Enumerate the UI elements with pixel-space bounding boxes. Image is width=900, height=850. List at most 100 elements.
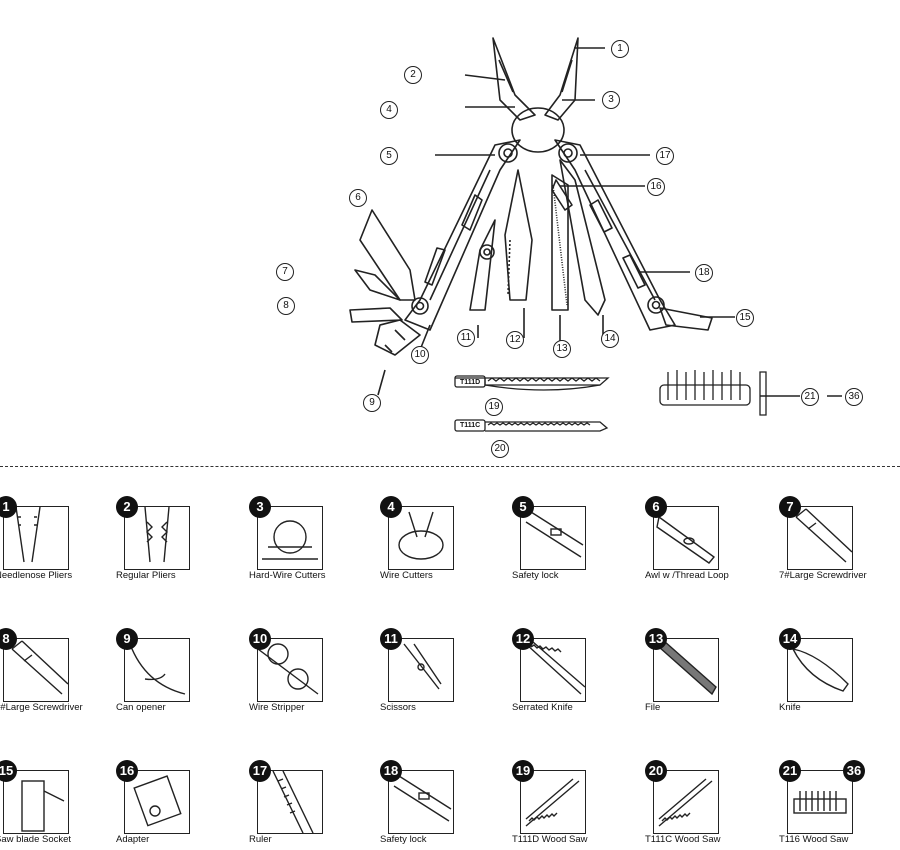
tool-number-badge: 19 xyxy=(512,760,534,782)
tool-label: Saw blade Socket xyxy=(0,834,72,845)
tool-number-badge: 8 xyxy=(0,628,17,650)
adapter-icon xyxy=(124,770,190,834)
callout-21: 21 xyxy=(801,388,819,406)
needlenose-pliers-icon xyxy=(3,506,69,570)
callout-6: 6 xyxy=(349,189,367,207)
tool-label: T111C Wood Saw xyxy=(645,834,721,845)
large-screwdriver-icon xyxy=(787,506,853,570)
tool-number-badge: 2 xyxy=(116,496,138,518)
callout-14: 14 xyxy=(601,330,619,348)
section-divider xyxy=(0,466,900,467)
multitool-illustration xyxy=(349,37,842,432)
tool-number-badge: 18 xyxy=(380,760,402,782)
tool-number-badge: 9 xyxy=(116,628,138,650)
tool-label: Scissors xyxy=(380,702,416,713)
tool-label: Awl w /Thread Loop xyxy=(645,570,729,581)
callout-13: 13 xyxy=(553,340,571,358)
callout-17: 17 xyxy=(656,147,674,165)
tool-number-badge: 1 xyxy=(0,496,17,518)
callout-15: 15 xyxy=(736,309,754,327)
tool-number-badge: 15 xyxy=(0,760,17,782)
callout-1: 1 xyxy=(611,40,629,58)
tool-number-badge: 36 xyxy=(843,760,865,782)
callout-10: 10 xyxy=(411,346,429,364)
hard-wire-cutters-icon xyxy=(257,506,323,570)
tool-number-badge: 5 xyxy=(512,496,534,518)
wood-saw-icon xyxy=(653,770,719,834)
tool-number-badge: 6 xyxy=(645,496,667,518)
tool-label: Hard-Wire Cutters xyxy=(249,570,326,581)
tool-number-badge: 4 xyxy=(380,496,402,518)
tool-label: Safety lock xyxy=(512,570,559,581)
ruler-icon xyxy=(257,770,323,834)
scissors-icon xyxy=(388,638,454,702)
tool-label: Safety lock xyxy=(380,834,427,845)
blade-label-t111d: T111D xyxy=(460,379,481,386)
tool-label: T116 Wood Saw xyxy=(779,834,849,845)
tool-number-badge: 12 xyxy=(512,628,534,650)
tool-label: Serrated Knife xyxy=(512,702,573,713)
tool-label: T111D Wood Saw xyxy=(512,834,588,845)
tool-number-badge: 21 xyxy=(779,760,801,782)
callout-4: 4 xyxy=(380,101,398,119)
callout-11: 11 xyxy=(457,329,475,347)
callout-20: 20 xyxy=(491,440,509,458)
tool-number-badge: 13 xyxy=(645,628,667,650)
tool-label: Knife xyxy=(779,702,801,713)
tool-number-badge: 10 xyxy=(249,628,271,650)
tool-label: 8#Large Screwdriver xyxy=(0,702,83,713)
tool-label: Wire Cutters xyxy=(380,570,433,581)
tool-label: Can opener xyxy=(116,702,166,713)
serrated-knife-icon xyxy=(520,638,586,702)
tool-number-badge: 11 xyxy=(380,628,402,650)
bit-set-icon xyxy=(787,770,853,834)
callout-18: 18 xyxy=(695,264,713,282)
callout-12: 12 xyxy=(506,331,524,349)
tool-label: Adapter xyxy=(116,834,150,845)
callout-2: 2 xyxy=(404,66,422,84)
tool-number-badge: 17 xyxy=(249,760,271,782)
regular-pliers-icon xyxy=(124,506,190,570)
tool-number-badge: 7 xyxy=(779,496,801,518)
can-opener-icon xyxy=(124,638,190,702)
tool-number-badge: 20 xyxy=(645,760,667,782)
tool-label: Wire Stripper xyxy=(249,702,305,713)
tool-label: File xyxy=(645,702,661,713)
blade-label-t111c: T111C xyxy=(460,422,481,429)
callout-8: 8 xyxy=(277,297,295,315)
tool-label: Regular Pliers xyxy=(116,570,176,581)
tool-label: Needlenose Pliers xyxy=(0,570,73,581)
callout-16: 16 xyxy=(647,178,665,196)
saw-socket-icon xyxy=(3,770,69,834)
large-screwdriver-icon xyxy=(3,638,69,702)
awl-icon xyxy=(653,506,719,570)
tool-label: Ruler xyxy=(249,834,272,845)
callout-3: 3 xyxy=(602,91,620,109)
knife-icon xyxy=(787,638,853,702)
wire-stripper-icon xyxy=(257,638,323,702)
safety-lock-icon xyxy=(388,770,454,834)
tool-number-badge: 14 xyxy=(779,628,801,650)
callout-19: 19 xyxy=(485,398,503,416)
file-icon xyxy=(653,638,719,702)
callout-5: 5 xyxy=(380,147,398,165)
callout-7: 7 xyxy=(276,263,294,281)
tool-number-badge: 16 xyxy=(116,760,138,782)
wire-cutters-icon xyxy=(388,506,454,570)
